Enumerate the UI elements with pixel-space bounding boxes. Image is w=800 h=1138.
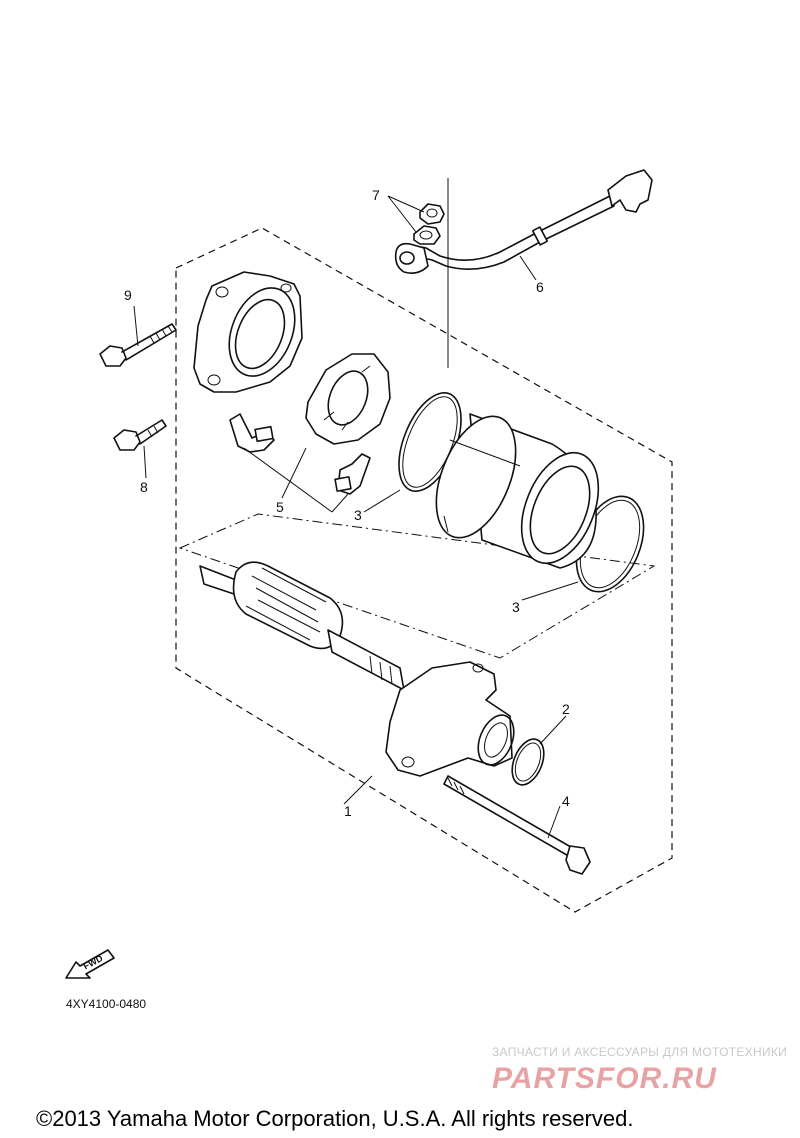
watermark-tagline: ЗАПЧАСТИ И АКСЕССУАРЫ ДЛЯ МОТОТЕХНИКИ xyxy=(492,1045,787,1059)
inner-group-outline xyxy=(178,513,656,659)
callout-7: 7 xyxy=(372,187,380,203)
nut-pair xyxy=(413,203,445,245)
callout-3-upper: 3 xyxy=(354,507,362,523)
armature xyxy=(199,561,405,691)
fwd-arrow-icon: FWD xyxy=(65,949,115,979)
bolt-lower xyxy=(113,419,167,451)
bolt-upper xyxy=(99,323,177,367)
copyright-text: ©2013 Yamaha Motor Corporation, U.S.A. A… xyxy=(36,1106,633,1131)
starter-lead-cable xyxy=(394,169,653,274)
front-cover xyxy=(193,271,303,393)
o-ring-small xyxy=(511,738,545,786)
callout-8: 8 xyxy=(140,479,148,495)
leader-lines xyxy=(133,195,579,839)
callout-3-lower: 3 xyxy=(512,599,520,615)
watermark-brand: PARTSFOR.RU xyxy=(492,1062,717,1095)
through-bolt xyxy=(443,775,591,875)
callout-4: 4 xyxy=(562,793,570,809)
callout-2: 2 xyxy=(562,701,570,717)
assembly-outline xyxy=(175,227,673,913)
o-ring-small-inner xyxy=(514,742,542,782)
rear-cover xyxy=(385,661,515,777)
callout-5: 5 xyxy=(276,499,284,515)
callout-9: 9 xyxy=(124,287,132,303)
brush-holder-set xyxy=(229,353,391,495)
yoke-housing xyxy=(435,413,600,569)
callout-1: 1 xyxy=(344,803,352,819)
callout-6: 6 xyxy=(536,279,544,295)
diagram-code: 4XY4100-0480 xyxy=(66,997,146,1011)
